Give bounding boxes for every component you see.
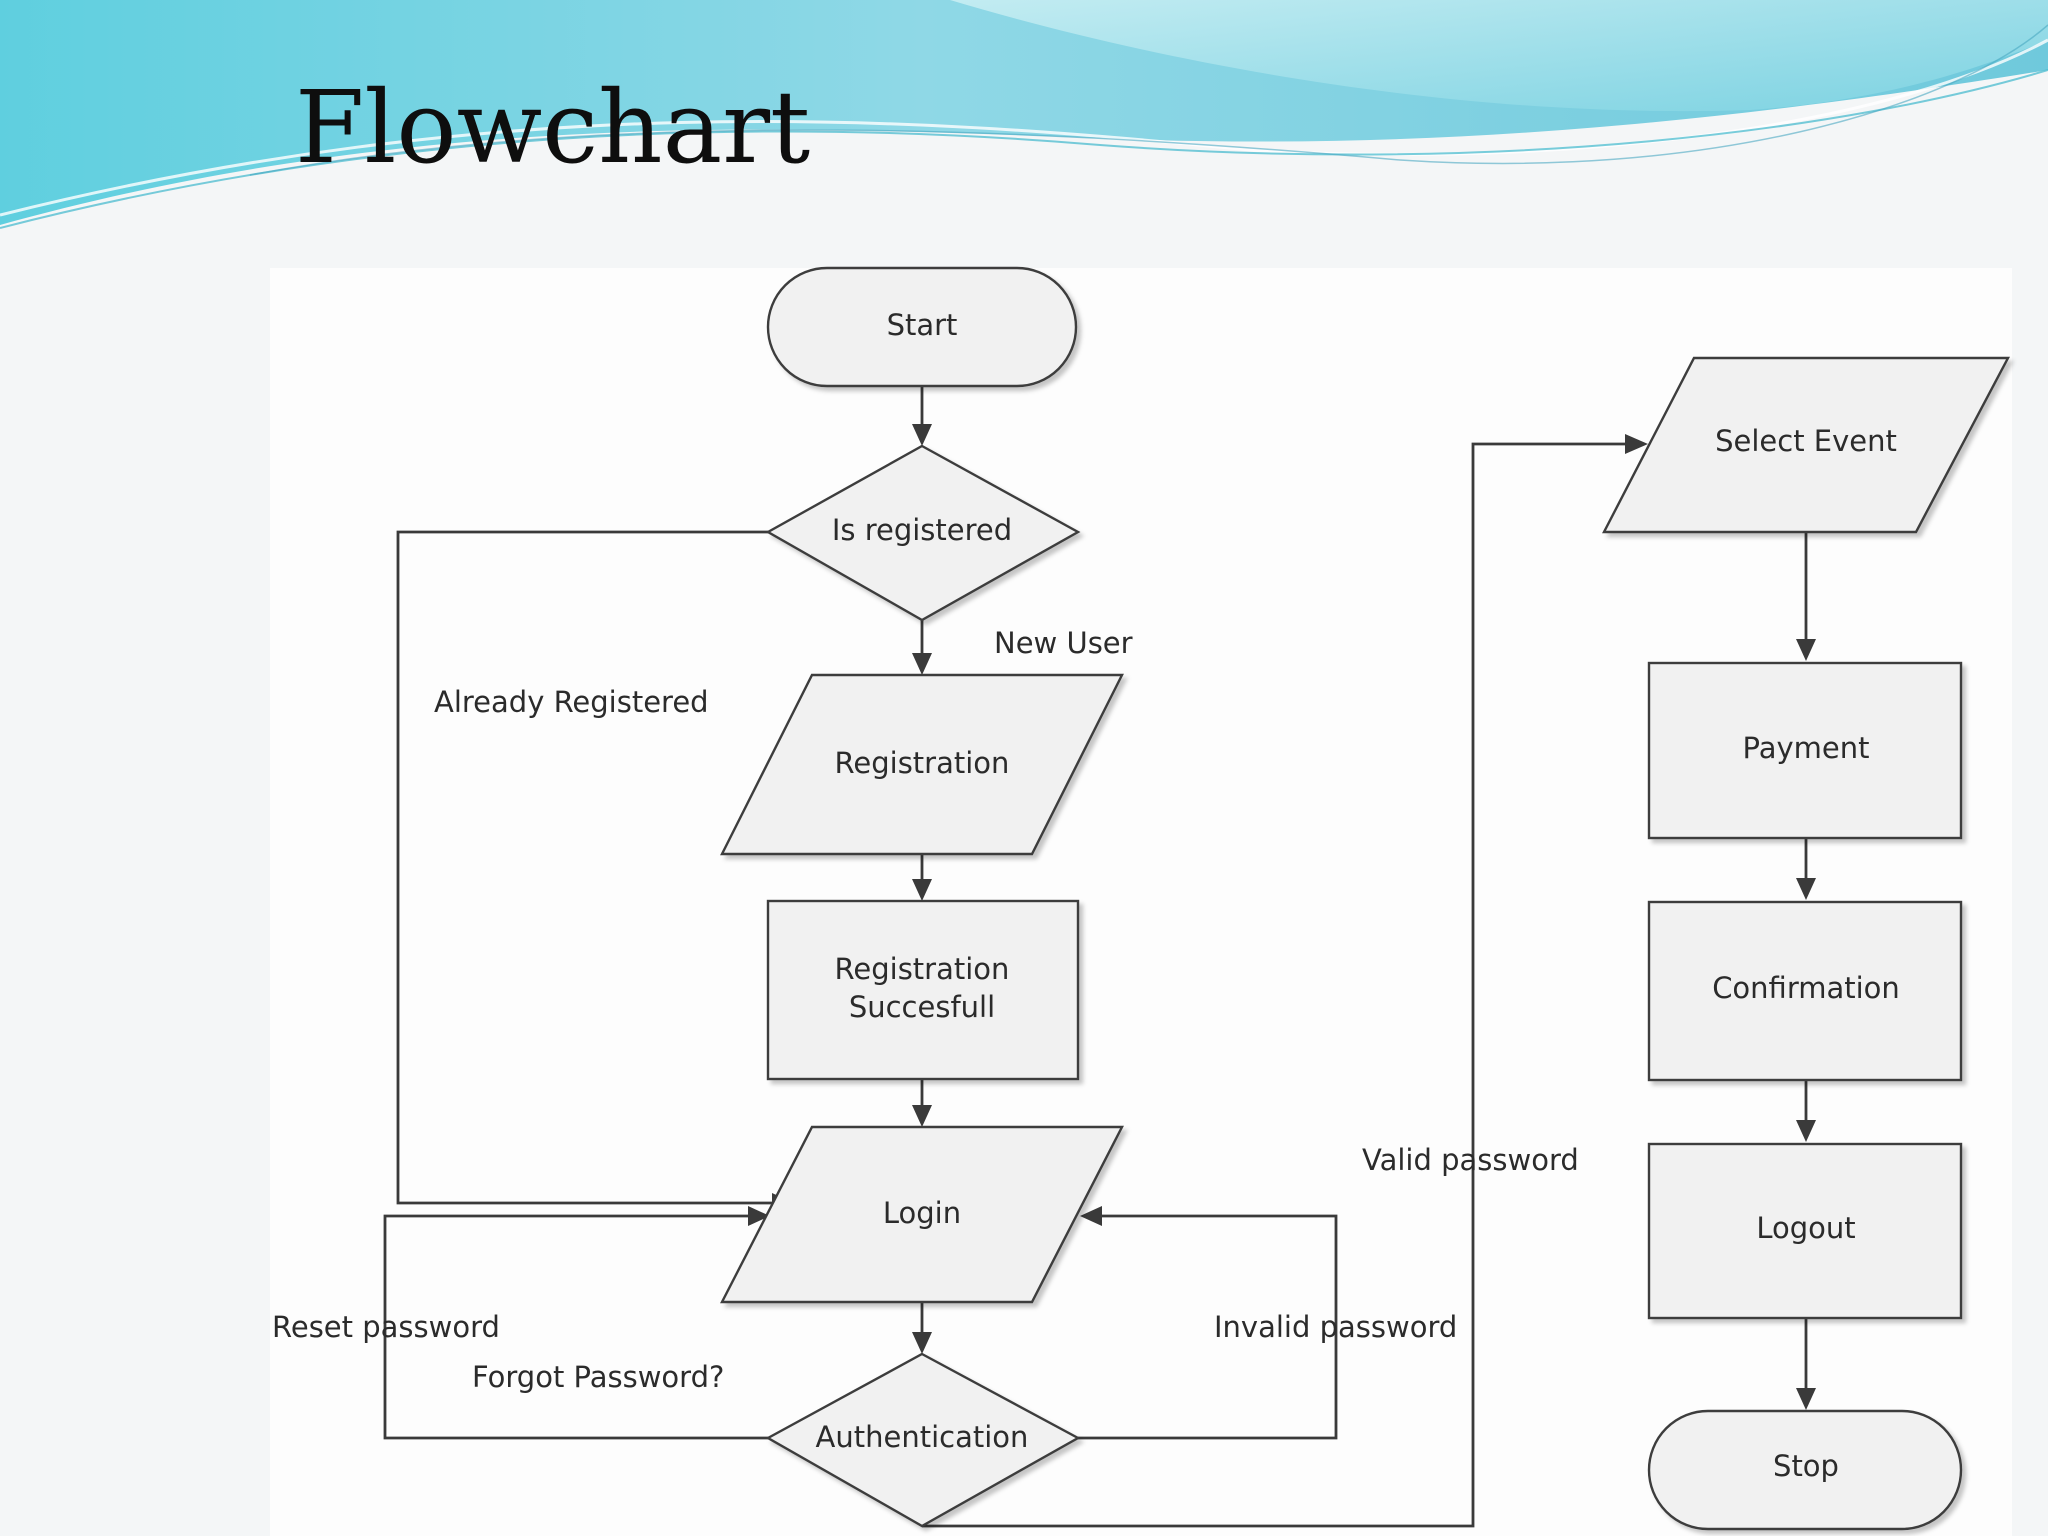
node-start-label: Start <box>887 308 958 342</box>
header-wave-decoration <box>0 0 2048 229</box>
node-login-label: Login <box>883 1196 961 1230</box>
edge-invalid-password-to-login <box>1078 1214 1338 1440</box>
arrowhead <box>912 653 932 675</box>
node-payment: Payment <box>1647 661 1963 840</box>
node-registration-success-label-line2: Succesfull <box>849 990 995 1024</box>
node-logout-label: Logout <box>1756 1211 1855 1245</box>
label-forgot-password: Forgot Password? <box>472 1360 724 1394</box>
label-reset-password: Reset password <box>272 1310 500 1344</box>
arrowhead <box>1796 639 1816 661</box>
node-authentication-label: Authentication <box>816 1420 1029 1454</box>
arrowhead <box>912 1332 932 1354</box>
arrowhead <box>1796 878 1816 900</box>
arrowhead <box>748 1206 770 1226</box>
arrowhead <box>1796 1388 1816 1410</box>
node-stop: Stop <box>1647 1409 1963 1531</box>
label-already-registered: Already Registered <box>434 685 709 719</box>
label-invalid-password: Invalid password <box>1214 1310 1457 1344</box>
edge-already-registered-to-login <box>396 530 772 1205</box>
node-payment-label: Payment <box>1743 731 1870 765</box>
edge-labels: New User Already Registered Reset passwo… <box>272 626 1579 1394</box>
edges <box>383 386 1816 1528</box>
node-authentication: Authentication <box>765 1352 1081 1528</box>
node-registration-label: Registration <box>835 746 1010 780</box>
node-confirmation: Confirmation <box>1647 900 1963 1082</box>
node-start: Start <box>766 266 1078 388</box>
edge-reset-password-to-login <box>383 1214 768 1440</box>
arrowhead <box>912 879 932 901</box>
node-registration-success: Registration Succesfull <box>766 899 1080 1081</box>
label-new-user: New User <box>994 626 1133 660</box>
node-is-registered-label: Is registered <box>832 513 1012 547</box>
node-registration-success-label-line1: Registration <box>835 952 1010 986</box>
node-stop-label: Stop <box>1773 1449 1839 1483</box>
node-registration: Registration <box>720 673 1124 856</box>
arrowhead <box>1625 434 1648 454</box>
node-is-registered: Is registered <box>765 444 1081 622</box>
slide-title: Flowchart <box>295 69 811 186</box>
node-logout: Logout <box>1647 1142 1963 1320</box>
arrowhead <box>912 424 932 446</box>
label-valid-password: Valid password <box>1362 1143 1579 1177</box>
node-select-event: Select Event <box>1602 356 2010 534</box>
node-confirmation-label: Confirmation <box>1712 971 1900 1005</box>
arrowhead <box>1080 1206 1102 1226</box>
node-login: Login <box>720 1125 1124 1304</box>
edge-valid-password-to-select-event <box>922 442 1625 1528</box>
node-select-event-label: Select Event <box>1715 424 1897 458</box>
arrowhead <box>912 1105 932 1127</box>
arrowhead <box>1796 1120 1816 1142</box>
